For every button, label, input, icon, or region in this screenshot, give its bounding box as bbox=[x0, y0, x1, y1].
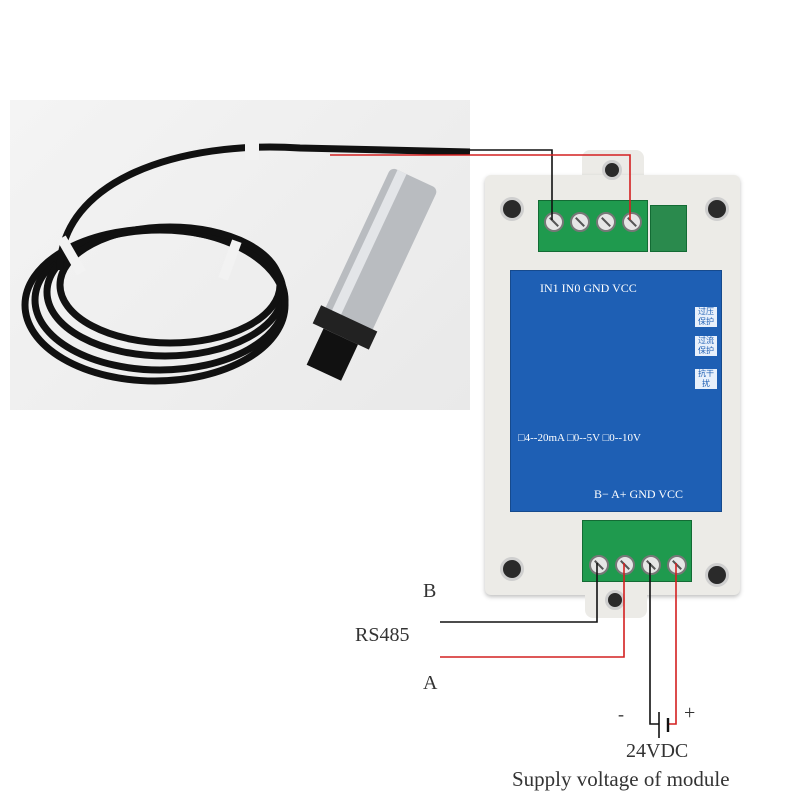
sensor-red-wire bbox=[330, 154, 631, 220]
overcurrent-protection-tag: 过流保护 bbox=[694, 335, 718, 357]
b-label: B bbox=[423, 580, 437, 602]
sensor-black-wire bbox=[330, 149, 553, 220]
terminal-screw-gnd-bottom bbox=[641, 555, 661, 575]
mounting-hole-bottom-left bbox=[500, 557, 524, 581]
rs485-a-wire bbox=[440, 563, 625, 658]
terminal-screw-a bbox=[615, 555, 635, 575]
anti-interference-tag: 抗干扰 bbox=[694, 368, 718, 390]
overvoltage-protection-tag: 过压保护 bbox=[694, 306, 718, 328]
mounting-hole-top-tab bbox=[602, 160, 622, 180]
rs485-b-wire bbox=[440, 563, 598, 623]
supply-voltage-label: Supply voltage of module bbox=[512, 767, 730, 791]
negative-label: - bbox=[618, 704, 624, 724]
terminal-screw-in0 bbox=[570, 212, 590, 232]
jumper-block bbox=[650, 205, 687, 252]
bottom-terminals-label: B− A+ GND VCC bbox=[594, 487, 683, 501]
mounting-hole-top-right bbox=[705, 197, 729, 221]
positive-label: + bbox=[684, 702, 696, 724]
power-positive-wire bbox=[668, 563, 677, 725]
top-terminals-label: IN1 IN0 GND VCC bbox=[540, 281, 637, 295]
output-options: □4--20mA □0--5V □0--10V bbox=[518, 432, 641, 444]
voltage-label: 24VDC bbox=[626, 740, 689, 762]
terminal-screw-b bbox=[589, 555, 609, 575]
terminal-screw-vcc-bottom bbox=[667, 555, 687, 575]
a-label: A bbox=[423, 672, 438, 694]
terminal-screw-in1 bbox=[544, 212, 564, 232]
terminal-screw-gnd-top bbox=[596, 212, 616, 232]
module-label-panel bbox=[510, 270, 722, 512]
power-negative-wire bbox=[649, 563, 659, 725]
mounting-hole-bottom-right bbox=[705, 563, 729, 587]
rs485-label: RS485 bbox=[355, 624, 410, 646]
mounting-hole-top-left bbox=[500, 197, 524, 221]
terminal-screw-vcc-top bbox=[622, 212, 642, 232]
